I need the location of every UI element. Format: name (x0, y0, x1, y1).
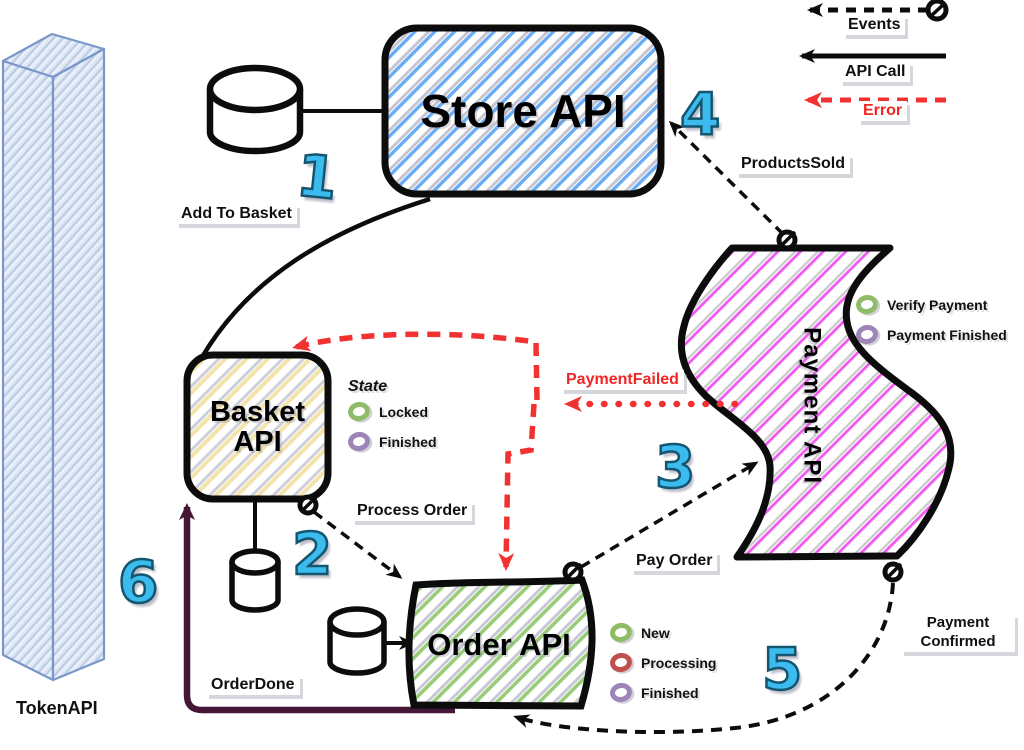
legend-samples (799, 0, 949, 108)
add-to-basket-arrow (186, 196, 431, 385)
products-sold-arrow (668, 120, 785, 236)
order-done-arrow (179, 503, 455, 714)
store-database-top (206, 64, 304, 114)
payment-failed-arrows (292, 331, 739, 571)
basket-event-port (297, 494, 319, 516)
state-item-new: New (608, 621, 716, 644)
locked-state-icon (346, 400, 372, 423)
payment-confirmed-label: Payment Confirmed (901, 614, 1015, 652)
basket-database-top (229, 548, 281, 576)
new-state-icon (608, 621, 634, 644)
token-api-node[interactable] (1, 32, 106, 682)
legend-api-call-label: API Call (840, 62, 911, 82)
state-item-order-finished: Finished (608, 681, 716, 704)
payment-bottom-event-port (882, 561, 904, 583)
order-done-label: OrderDone (206, 675, 300, 695)
basket-finished-state-icon (346, 430, 372, 453)
state-item-verify-payment: Verify Payment (854, 293, 1007, 316)
payment-api-node[interactable] (677, 244, 955, 561)
step-number-3: 3 (654, 433, 697, 501)
basket-finished-state-label: Finished (379, 433, 437, 450)
basket-api-node[interactable] (183, 351, 332, 503)
token-left-face (1, 59, 55, 682)
order-api-group (327, 561, 596, 710)
payment-confirmed-arrow (513, 582, 895, 735)
store-api-node[interactable] (381, 24, 665, 198)
store-api-group (206, 24, 665, 198)
payment-state-legend: Verify Payment Payment Finished (854, 293, 1007, 355)
verify-payment-state-icon (854, 293, 880, 316)
payment-failed-label: PaymentFailed (561, 370, 684, 390)
legend-events-label: Events (843, 15, 906, 35)
payment-finished-state-label: Payment Finished (887, 326, 1007, 343)
legend-event-port-slash (928, 1, 947, 19)
step-number-6: 6 (117, 548, 160, 616)
legend-error-label: Error (858, 101, 908, 121)
step-number-1: 1 (292, 140, 342, 214)
order-api-node[interactable] (405, 576, 596, 710)
process-order-label: Process Order (352, 501, 473, 521)
state-item-basket-finished: Finished (346, 430, 437, 453)
basket-api-group (183, 351, 332, 613)
state-item-payment-finished: Payment Finished (854, 323, 1007, 346)
locked-state-label: Locked (379, 403, 429, 420)
order-finished-state-icon (608, 681, 634, 704)
step-number-4: 4 (679, 80, 722, 148)
processing-state-label: Processing (641, 654, 717, 671)
payment-top-event-port (776, 229, 798, 251)
add-to-basket-label: Add To Basket (176, 204, 297, 224)
token-api-title: TokenAPI (16, 698, 98, 718)
order-database-top (327, 606, 387, 638)
order-event-port (562, 561, 584, 583)
basket-state-legend: State Locked Finished (346, 378, 437, 462)
step-number-2: 2 (291, 520, 334, 588)
new-state-label: New (641, 624, 670, 641)
payment-finished-state-icon (854, 323, 880, 346)
step-number-5: 5 (761, 635, 804, 703)
process-order-arrow (312, 510, 403, 579)
verify-payment-state-label: Verify Payment (887, 296, 988, 313)
order-state-legend: New Processing Finished (608, 621, 717, 713)
pay-order-label: Pay Order (631, 551, 718, 571)
state-item-processing: Processing (608, 651, 717, 674)
products-sold-label: ProductsSold (736, 154, 851, 174)
processing-state-icon (608, 651, 634, 674)
basket-state-title: State (348, 378, 388, 395)
state-item-locked: Locked (346, 400, 437, 423)
order-finished-state-label: Finished (641, 684, 699, 701)
payment-failed-to-basket-arrow (292, 331, 540, 401)
payment-failed-to-order-arrow (498, 403, 537, 571)
token-right-face (51, 47, 106, 682)
payment-api-group (677, 229, 955, 583)
